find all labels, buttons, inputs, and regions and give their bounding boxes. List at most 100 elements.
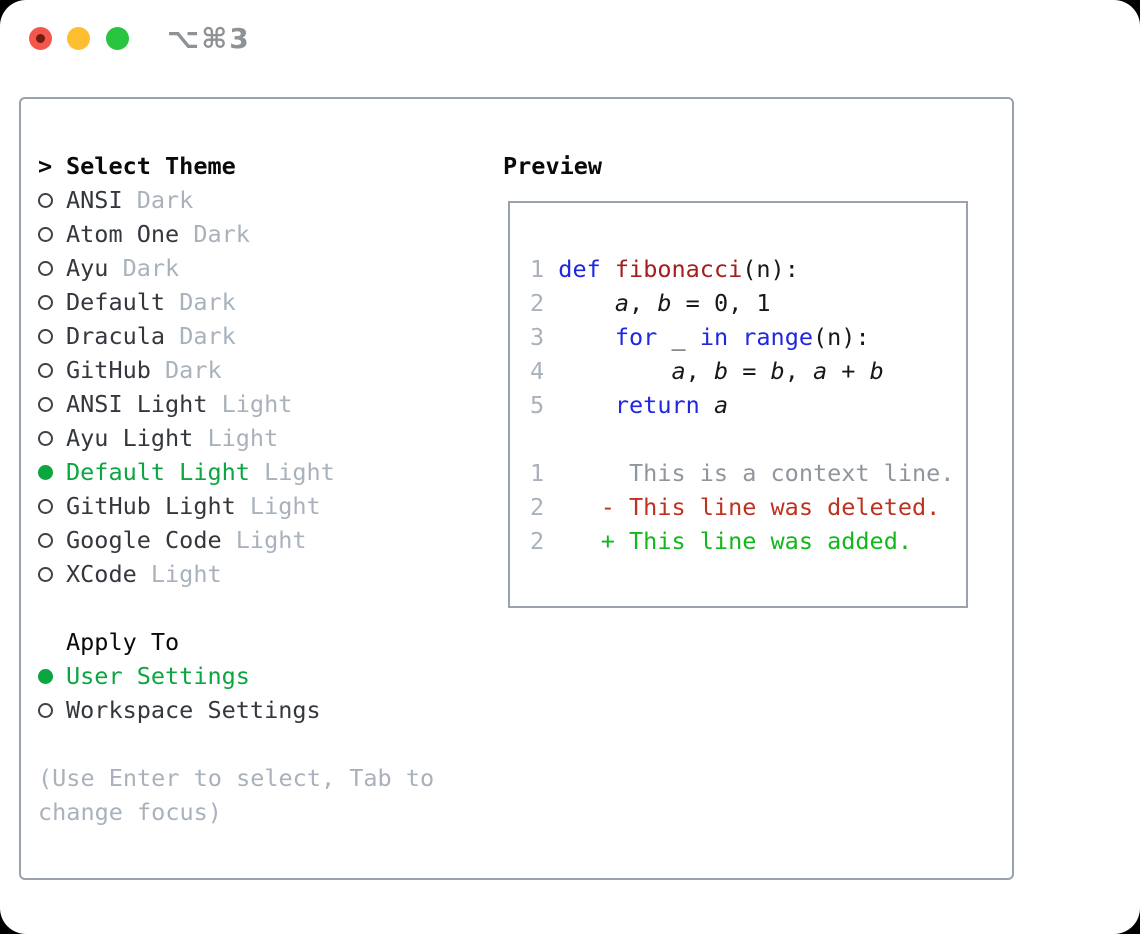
line-number: 2 [530,493,559,521]
code-token: b [713,357,729,385]
theme-variant-tag: Light [235,526,307,554]
line-number: 1 [530,459,559,487]
radio-unselected-icon [38,566,53,582]
preview-heading: Preview [503,152,603,180]
spacer [38,591,451,625]
code-token: return [614,391,700,419]
theme-option-label: GitHub Light [66,492,236,520]
code-line: 4 a, b = b, a + b [530,354,966,388]
code-line: 1 def fibonacci(n): [530,252,966,286]
code-line: 3 for _ in range(n): [530,320,966,354]
radio-icon [38,693,66,727]
radio-selected-icon [38,464,53,480]
code-token: b [869,357,884,385]
close-button[interactable] [29,27,52,50]
theme-variant-tag: Light [150,560,222,588]
code-token [601,255,615,283]
code-token: This is a context line. [558,459,955,487]
code-token: + This line was added. [558,527,913,555]
radio-icon [38,557,66,591]
apply-to-heading-row: Apply To [38,625,451,659]
theme-variant-tag: Light [207,424,279,452]
theme-option-label: Default Light [66,458,250,486]
radio-unselected-icon [38,702,53,718]
code-token: (n): [742,255,799,283]
code-token: def [558,255,601,283]
radio-icon [38,285,66,319]
help-text: (Use Enter to select, Tab to change focu… [38,764,435,826]
theme-option[interactable]: GitHub Dark [38,353,451,387]
radio-unselected-icon [38,328,53,344]
radio-icon [38,251,66,285]
line-number: 1 [530,255,559,283]
theme-option-label: GitHub [66,356,151,384]
code-token: b [657,289,672,317]
code-line [530,422,966,456]
theme-option[interactable]: XCode Light [38,557,451,591]
radio-unselected-icon [38,498,53,514]
code-token: a [813,357,828,385]
theme-option-label: Atom One [66,220,180,248]
line-number: 2 [530,289,559,317]
window-title: ⌥⌘3 [167,22,251,55]
code-token [728,323,742,351]
select-theme-heading-row: > Select Theme [38,149,451,183]
theme-option-label: XCode [66,560,137,588]
theme-option-label: Default [66,288,166,316]
theme-option[interactable]: Dracula Dark [38,319,451,353]
code-token: _ [671,323,686,351]
theme-option[interactable]: Atom One Dark [38,217,451,251]
code-token [686,323,700,351]
theme-option-label: Google Code [66,526,222,554]
theme-option-label: Dracula [66,322,166,350]
marker-spacer [38,625,66,659]
select-theme-heading: Select Theme [66,152,236,180]
theme-variant-tag: Light [249,492,321,520]
radio-icon [38,659,66,693]
radio-icon [38,217,66,251]
radio-icon [38,183,66,217]
radio-unselected-icon [38,396,53,412]
theme-option[interactable]: Google Code Light [38,523,451,557]
theme-variant-tag: Dark [193,220,250,248]
code-token: , [784,357,813,385]
code-line: 2 + This line was added. [530,524,966,558]
radio-unselected-icon [38,226,53,242]
code-token: , [629,289,658,317]
spacer [38,727,451,761]
code-token: a [713,391,729,419]
theme-option-label: ANSI Light [66,390,208,418]
radio-icon [38,319,66,353]
apply-option-label: User Settings [66,662,250,690]
theme-option[interactable]: GitHub Light Light [38,489,451,523]
code-token [657,323,671,351]
theme-variant-tag: Dark [179,322,236,350]
code-token: for [614,323,658,351]
radio-unselected-icon [38,532,53,548]
zoom-button[interactable] [106,27,129,50]
title-bar: ⌥⌘3 [0,0,1140,76]
apply-option[interactable]: User Settings [38,659,451,693]
code-token [558,391,615,419]
radio-unselected-icon [38,192,53,208]
line-number [530,425,544,453]
radio-unselected-icon [38,430,53,446]
radio-icon [38,455,66,489]
radio-icon [38,523,66,557]
code-token: in [699,323,729,351]
theme-variant-tag: Dark [136,186,194,214]
apply-option[interactable]: Workspace Settings [38,693,451,727]
minimize-button[interactable] [67,27,90,50]
theme-variant-tag: Dark [165,356,222,384]
apply-option-label: Workspace Settings [66,696,321,724]
